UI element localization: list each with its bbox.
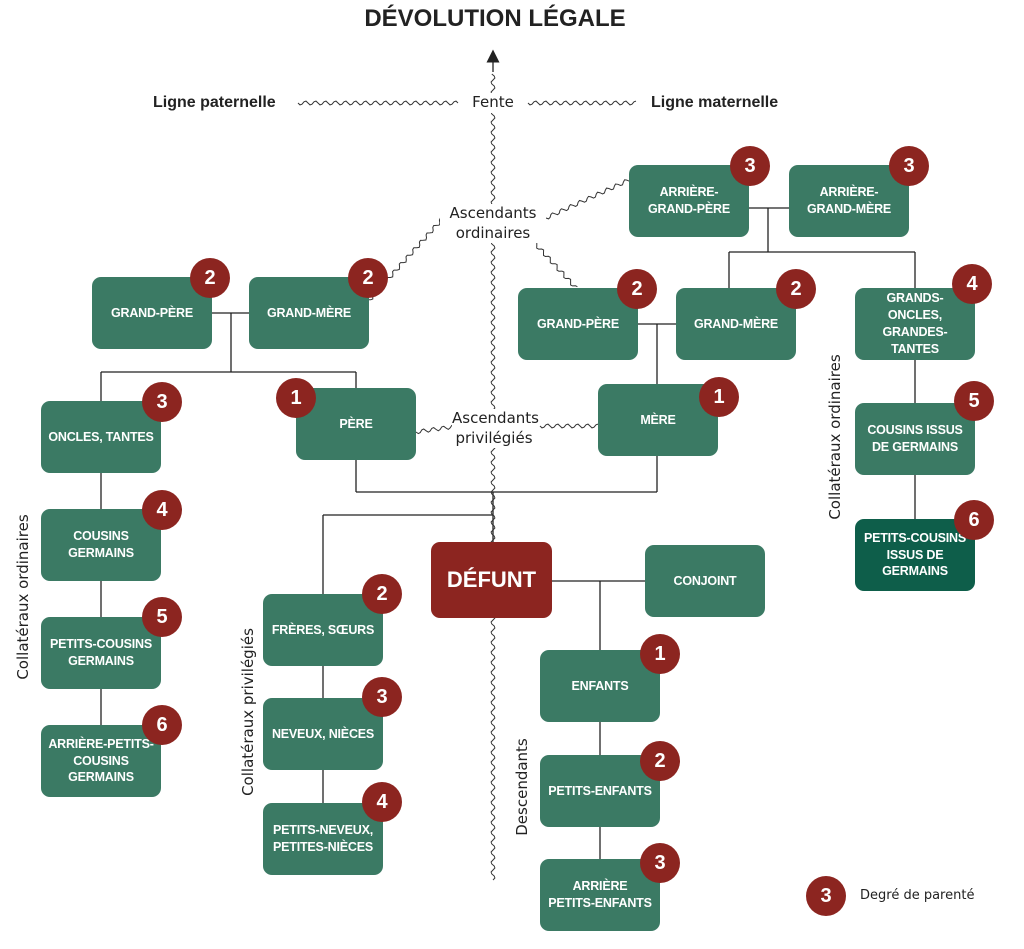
degree-badge: 3 [640, 843, 680, 883]
node-arriere-petits-enfants: ARRIÈRE PETITS-ENFANTS [540, 859, 660, 931]
ligne-maternelle-label: Ligne maternelle [651, 94, 779, 111]
node-cousins-germains: COUSINS GERMAINS [41, 509, 161, 581]
legend-degree-badge: 3 [806, 876, 846, 916]
degree-badge: 6 [954, 500, 994, 540]
node-grand-mere-maternelle: GRAND-MÈRE [676, 288, 796, 360]
node-arriere-grand-mere: ARRIÈRE- GRAND-MÈRE [789, 165, 909, 237]
degree-badge: 4 [142, 490, 182, 530]
node-grand-mere-paternelle: GRAND-MÈRE [249, 277, 369, 349]
node-petits-cousins-germains: PETITS-COUSINS GERMAINS [41, 617, 161, 689]
node-petits-cousins-issus-de-germains: PETITS-COUSINS ISSUS DE GERMAINS [855, 519, 975, 591]
node-pere: PÈRE [296, 388, 416, 460]
node-cousins-issus-de-germains: COUSINS ISSUS DE GERMAINS [855, 403, 975, 475]
degree-badge: 4 [952, 264, 992, 304]
degree-badge: 2 [640, 741, 680, 781]
node-defunt: DÉFUNT [431, 542, 552, 618]
degree-badge: 2 [348, 258, 388, 298]
node-oncles-tantes: ONCLES, TANTES [41, 401, 161, 473]
node-petits-neveux: PETITS-NEVEUX, PETITES-NIÈCES [263, 803, 383, 875]
node-neveux-nieces: NEVEUX, NIÈCES [263, 698, 383, 770]
collateraux-ordinaires-left-label: Collatéraux ordinaires [14, 514, 32, 680]
collateraux-ordinaires-right-label: Collatéraux ordinaires [826, 354, 844, 520]
node-grands-oncles: GRANDS-ONCLES, GRANDES-TANTES [855, 288, 975, 360]
descendants-label: Descendants [513, 738, 531, 836]
degree-badge: 2 [776, 269, 816, 309]
degree-badge: 1 [276, 378, 316, 418]
degree-badge: 2 [190, 258, 230, 298]
degree-badge: 1 [640, 634, 680, 674]
page-title: DÉVOLUTION LÉGALE [364, 5, 626, 32]
node-mere: MÈRE [598, 384, 718, 456]
degree-badge: 2 [362, 574, 402, 614]
collateraux-privilegies-label: Collatéraux privilégiés [239, 628, 257, 796]
node-freres-soeurs: FRÈRES, SŒURS [263, 594, 383, 666]
legend-text: Degré de parenté [860, 888, 975, 903]
degree-badge: 5 [142, 597, 182, 637]
ascendants-ordinaires-label: Ascendants ordinaires [440, 204, 546, 243]
degree-badge: 2 [617, 269, 657, 309]
degree-badge: 6 [142, 705, 182, 745]
node-grand-pere-maternel: GRAND-PÈRE [518, 288, 638, 360]
node-grand-pere-paternel: GRAND-PÈRE [92, 277, 212, 349]
node-arriere-petits-cousins-germains: ARRIÈRE-PETITS- COUSINS GERMAINS [41, 725, 161, 797]
fente-label: Fente [465, 93, 521, 113]
degree-badge: 3 [142, 382, 182, 422]
degree-badge: 1 [699, 377, 739, 417]
degree-badge: 3 [730, 146, 770, 186]
ligne-paternelle-label: Ligne paternelle [153, 94, 276, 111]
degree-badge: 3 [889, 146, 929, 186]
degree-badge: 3 [362, 677, 402, 717]
node-enfants: ENFANTS [540, 650, 660, 722]
degree-badge: 5 [954, 381, 994, 421]
node-petits-enfants: PETITS-ENFANTS [540, 755, 660, 827]
degree-badge: 4 [362, 782, 402, 822]
node-conjoint: CONJOINT [645, 545, 765, 617]
ascendants-privilegies-label: Ascendants privilégiés [452, 409, 539, 448]
node-arriere-grand-pere: ARRIÈRE- GRAND-PÈRE [629, 165, 749, 237]
